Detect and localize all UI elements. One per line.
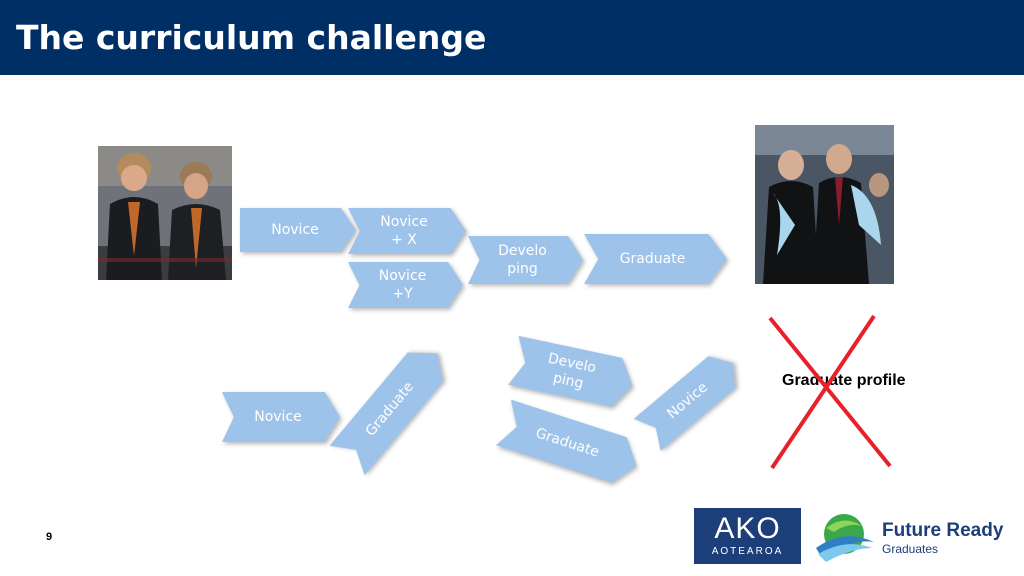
chevron-label: Novice +Y — [378, 268, 427, 302]
chevron-novice: Novice — [240, 208, 356, 252]
future-ready-logo: Future Ready Graduates — [812, 508, 1012, 564]
chevron-graduate-flipped: Graduate — [496, 400, 644, 489]
chevron-developing: Develo ping — [468, 236, 583, 284]
future-ready-title: Future Ready — [882, 520, 1004, 541]
title-bar: The curriculum challenge — [0, 0, 1024, 75]
future-ready-subtitle: Graduates — [882, 542, 939, 556]
cross-out-icon — [768, 314, 892, 470]
chevron-novice-x: Novice + X — [348, 208, 466, 254]
chevron-label: Develo ping — [498, 243, 547, 277]
chevron-label: Graduate — [619, 251, 686, 267]
chevron-novice-tilted: Novice — [634, 347, 747, 451]
graduate-profile-label: Graduate profile — [782, 372, 906, 389]
chevron-graduate: Graduate — [584, 234, 727, 284]
graduates-photo — [755, 125, 894, 284]
slide-title: The curriculum challenge — [16, 18, 487, 57]
chevron-developing-tilted: Develo ping — [508, 336, 638, 410]
chevron-graduate-tilted: Graduate — [329, 339, 454, 476]
students-photo — [98, 146, 232, 280]
chevron-label: Novice + X — [380, 214, 428, 248]
chevron-novice-bottom: Novice — [222, 392, 340, 442]
chevron-label: Novice — [254, 409, 302, 425]
page-number: 9 — [46, 531, 53, 543]
ako-aotearoa-logo: AKO AOTEAROA — [694, 508, 801, 564]
globe-icon — [816, 514, 874, 562]
chevron-label: Novice — [271, 222, 319, 238]
ako-logo-sub: AOTEAROA — [711, 546, 784, 557]
chevron-novice-y: Novice +Y — [348, 262, 463, 308]
ako-logo-word: AKO — [714, 512, 781, 545]
